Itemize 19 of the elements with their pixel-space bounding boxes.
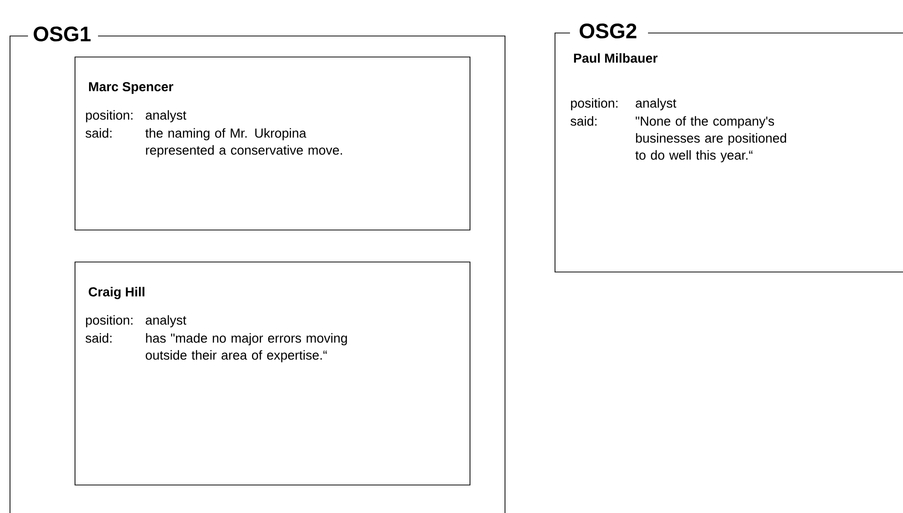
person-name: Marc Spencer (89, 82, 174, 94)
field-value: the naming of Mr. Ukropina represented a conservative move. (145, 128, 342, 158)
field-label: said: (86, 333, 112, 343)
field-label: said: (570, 116, 596, 126)
field-label: position: (86, 315, 132, 328)
field-value: has "made no major errors moving outside their area of expertise.“ (146, 333, 347, 362)
field-label: position: (86, 110, 132, 122)
person-name: Craig Hill (88, 286, 144, 300)
person-card (74, 262, 470, 486)
field-value: analyst (146, 315, 186, 328)
field-value: "None of the company's businesses are positioned to do well this year.“ (635, 116, 786, 162)
person-name: Paul Milbauer (574, 53, 658, 63)
field-value: analyst (636, 98, 676, 110)
group-heading: OSG2 (580, 24, 636, 38)
field-value: analyst (146, 110, 186, 122)
field-label: position: (571, 98, 618, 110)
field-label: said: (86, 128, 112, 138)
person-card (74, 56, 470, 230)
group-heading: OSG1 (34, 26, 91, 42)
